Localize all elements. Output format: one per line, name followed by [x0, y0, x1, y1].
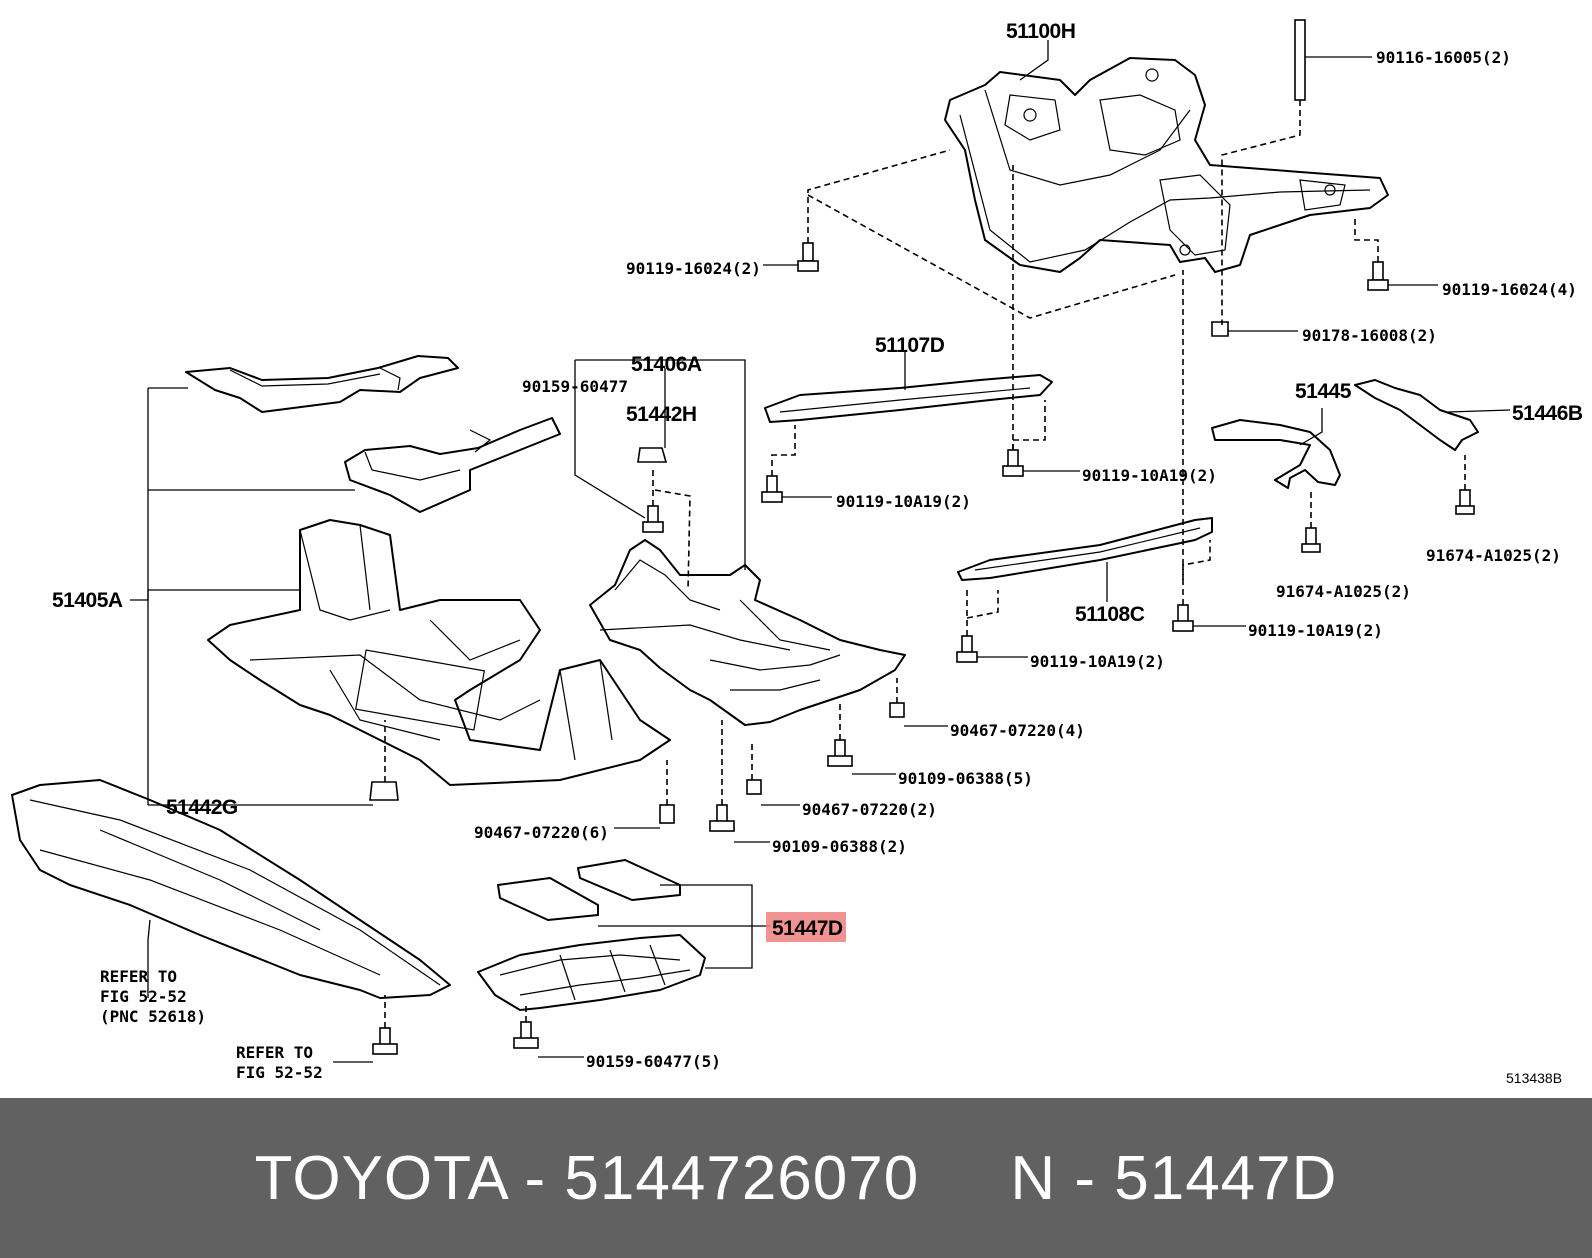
label-51100h: 51100H	[1006, 20, 1075, 43]
label-fig-52-52-2: FIG 52-52	[236, 1063, 323, 1082]
front-spoiler-part	[11, 779, 451, 999]
part-labels: 51100H 90116-16005(2) 90119-16024(2) 901…	[52, 20, 1583, 1086]
engine-under-cover-main	[207, 519, 671, 786]
label-51107d: 51107D	[875, 334, 945, 357]
suspension-member-part	[944, 57, 1389, 273]
label-51108c: 51108C	[1075, 603, 1145, 626]
label-90119-10a19-a: 90119-10A19(2)	[1082, 466, 1217, 485]
parts-diagram: 51100H 90116-16005(2) 90119-16024(2) 901…	[11, 19, 1584, 1086]
label-fig-52-52-1: FIG 52-52	[100, 987, 187, 1006]
label-91674-a1025-b: 91674-A1025(2)	[1426, 546, 1561, 565]
crossmember-brace-upper	[764, 374, 1053, 423]
part-highlight	[766, 912, 846, 942]
label-90119-16024-2: 90119-16024(2)	[626, 259, 761, 278]
label-51445: 51445	[1295, 380, 1352, 403]
label-refer-to-1: REFER TO	[100, 967, 177, 986]
label-90109-06388-5: 90109-06388(5)	[898, 769, 1033, 788]
label-90178-16008: 90178-16008(2)	[1302, 326, 1437, 345]
center-under-cover	[589, 539, 906, 726]
leader-lines	[130, 40, 1511, 1063]
label-51447d: 51447D	[772, 917, 843, 940]
diagram-reference-code: 513438B	[1506, 1070, 1562, 1086]
label-90119-16024-4: 90119-16024(4)	[1442, 280, 1577, 299]
label-90119-10a19-c: 90119-10A19(2)	[1248, 621, 1383, 640]
label-51405a: 51405A	[52, 589, 123, 612]
label-91674-a1025-a: 91674-A1025(2)	[1276, 582, 1411, 601]
label-90119-10a19-b: 90119-10A19(2)	[836, 492, 971, 511]
engine-under-cover-middle	[344, 417, 561, 513]
label-90467-07220-4: 90467-07220(4)	[950, 721, 1085, 740]
label-90467-07220-6: 90467-07220(6)	[474, 823, 609, 842]
label-refer-to-2: REFER TO	[236, 1043, 313, 1062]
part-number-text: TOYOTA - 5144726070 N - 51447D	[254, 1143, 1338, 1213]
engine-under-cover-upper	[185, 355, 459, 413]
bracket-51446b	[1354, 379, 1479, 451]
splash-shield-part	[477, 859, 706, 1011]
crossmember-brace-lower	[957, 517, 1213, 581]
label-51442g: 51442G	[166, 796, 238, 819]
label-51446b: 51446B	[1512, 402, 1583, 425]
fasteners	[369, 19, 1475, 1055]
label-90109-06388-2: 90109-06388(2)	[772, 837, 907, 856]
bracket-51445	[1211, 419, 1341, 489]
part-number-banner: TOYOTA - 5144726070 N - 51447D	[0, 1098, 1592, 1258]
label-90119-10a19-d: 90119-10A19(2)	[1030, 652, 1165, 671]
label-90467-07220-2: 90467-07220(2)	[802, 800, 937, 819]
label-90159-60477-5: 90159-60477(5)	[586, 1052, 721, 1071]
label-90159-60477: 90159-60477	[522, 377, 628, 396]
exploded-parts-diagram-svg: 51100H 90116-16005(2) 90119-16024(2) 901…	[11, 19, 1583, 1086]
label-90116-16005: 90116-16005(2)	[1376, 48, 1511, 67]
label-51442h: 51442H	[626, 403, 697, 426]
label-pnc-52618: (PNC 52618)	[100, 1007, 206, 1026]
label-51406a: 51406A	[631, 353, 702, 376]
